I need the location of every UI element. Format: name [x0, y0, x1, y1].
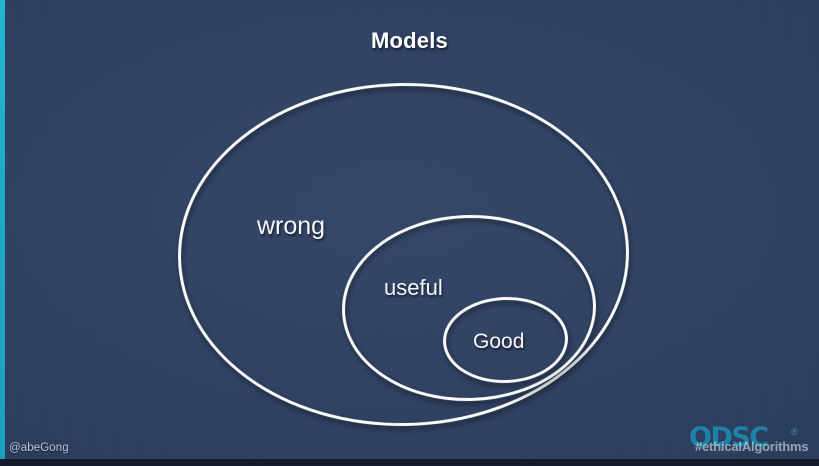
ellipse-label-wrong: wrong: [257, 212, 326, 240]
left-accent-strip: [0, 0, 5, 466]
odsc-logo: ODSC: [689, 423, 769, 453]
page-title: Models: [371, 28, 448, 53]
registered-trademark-icon: ®: [791, 427, 798, 437]
conference-watermark: ODSC ® #ethicalAlgorithms: [687, 423, 819, 459]
ellipse-label-good: Good: [473, 330, 525, 353]
author-handle: @abeGong: [9, 442, 69, 454]
bottom-letterbox-band: [0, 459, 819, 466]
event-hashtag: #ethicalAlgorithms: [695, 439, 809, 454]
ellipse-label-useful: useful: [384, 275, 443, 300]
